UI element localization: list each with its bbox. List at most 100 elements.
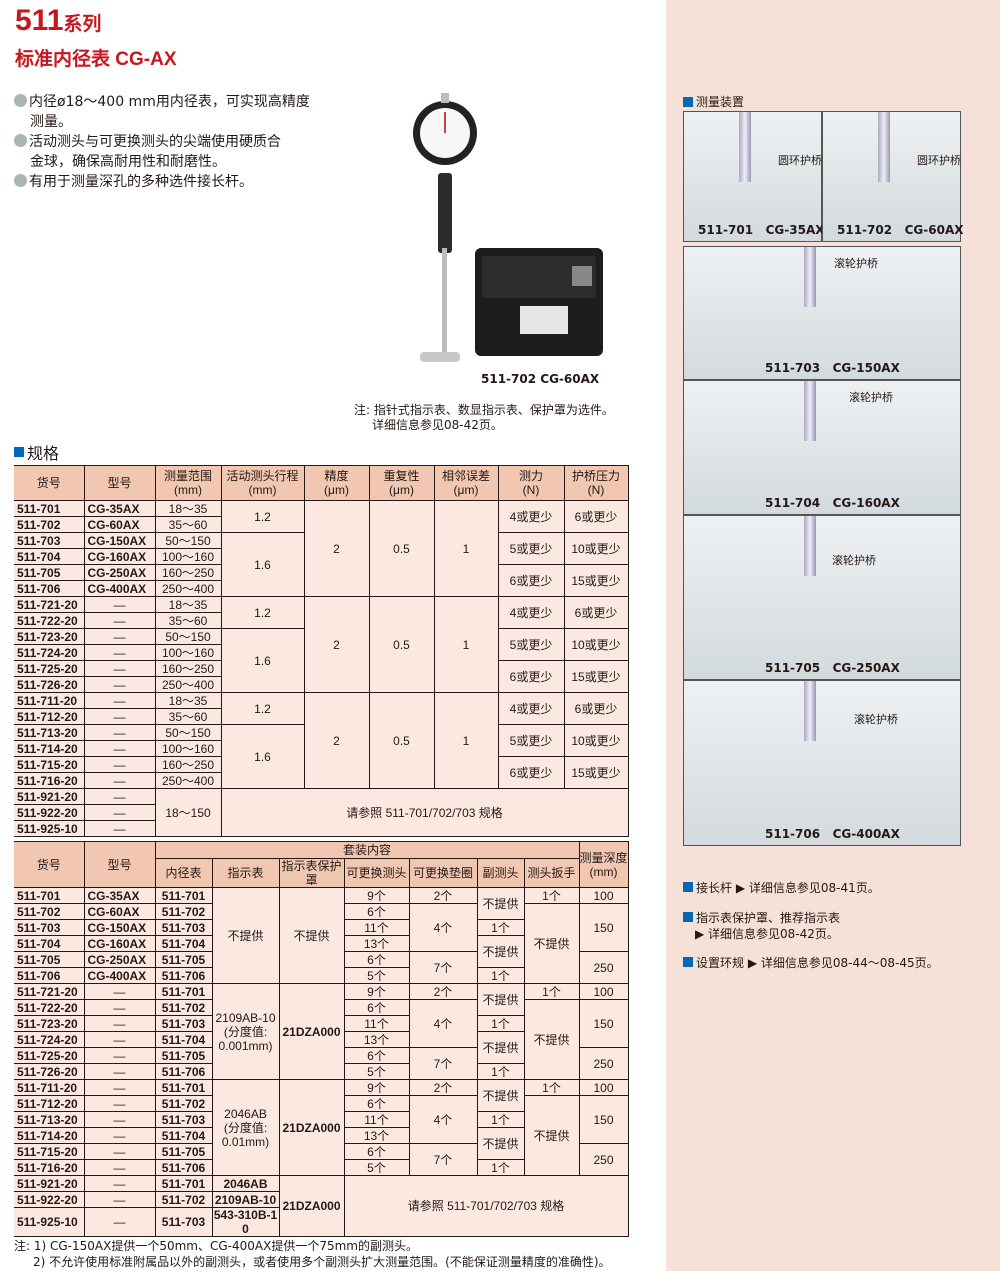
table-cell: 511-922-20: [14, 804, 85, 821]
table-cell: 511-704: [154, 1031, 213, 1048]
table-row: 511-714-20—100～160: [14, 740, 628, 757]
table-cell: 511-701: [14, 500, 85, 517]
table-cell: 1.2: [220, 692, 305, 725]
table-cell: —: [83, 644, 156, 661]
table-cell: 13个: [343, 1127, 410, 1144]
table-cell: —: [83, 804, 156, 821]
spec-table-header: 货号型号测量范围 (mm)活动测头行程 (mm)精度 (μm)重复性 (μm)相…: [14, 465, 629, 501]
table-cell: 5或更少: [497, 724, 565, 757]
table-cell: CG-150AX: [83, 919, 156, 936]
table-cell: 11个: [343, 919, 410, 936]
table-cell: 2: [303, 596, 370, 693]
table-cell: 511-702: [154, 1191, 213, 1208]
table-cell: 511-715-20: [14, 1143, 85, 1160]
footnote: 2) 不允许使用标准附属品以外的副测头，或者使用多个副测头扩大测量范围。(不能保…: [33, 1255, 611, 1269]
column-subheader: 可更换垫圈: [408, 858, 478, 888]
table-cell: 21DZA000: [278, 1079, 345, 1176]
table-cell: —: [83, 1079, 156, 1096]
side-note-link[interactable]: ▶ 详细信息参见08-42页。: [695, 927, 839, 941]
table-cell: 4或更少: [497, 692, 565, 725]
series-suffix: 系列: [63, 14, 102, 35]
table-cell: 511-701: [154, 1079, 213, 1096]
table-cell: 511-702: [154, 1095, 213, 1112]
column-header: 型号: [83, 841, 156, 888]
table-cell: 511-721-20: [14, 983, 85, 1000]
table-cell: 511-721-20: [14, 596, 85, 613]
table-cell: 511-703: [154, 1015, 213, 1032]
table-cell: 1个: [523, 983, 580, 1000]
table-cell: 511-714-20: [14, 740, 85, 757]
table-cell: 511-704: [154, 1127, 213, 1144]
table-cell: 13个: [343, 935, 410, 952]
table-cell: 1.2: [220, 500, 305, 533]
table-cell: 15或更少: [563, 564, 629, 597]
table-cell: 511-703: [154, 1207, 213, 1237]
table-cell: 1: [433, 692, 499, 789]
tables-area: 货号型号测量范围 (mm)活动测头行程 (mm)精度 (μm)重复性 (μm)相…: [14, 465, 629, 1270]
square-bullet-icon: [683, 96, 693, 107]
table-cell: —: [83, 724, 156, 741]
table-cell: —: [83, 1111, 156, 1128]
table-cell: 511-711-20: [14, 692, 85, 709]
spec-table: 货号型号测量范围 (mm)活动测头行程 (mm)精度 (μm)重复性 (μm)相…: [14, 465, 629, 837]
table-cell: 511-702: [154, 903, 213, 920]
table-cell: 10或更少: [563, 724, 629, 757]
table-cell: 1个: [523, 1079, 580, 1096]
table-cell: CG-400AX: [83, 580, 156, 597]
table-cell: —: [83, 999, 156, 1016]
table-cell: 160～250: [154, 756, 222, 773]
table-cell: —: [83, 1143, 156, 1160]
table-cell: 250～400: [154, 772, 222, 789]
table-cell: 7个: [408, 1047, 478, 1080]
set-table-header: 货号型号套装内容测量深度 (mm): [14, 841, 629, 888]
bullet-icon: [14, 174, 27, 187]
table-cell: 18～35: [154, 596, 222, 613]
table-cell: 511-703: [154, 1111, 213, 1128]
table-cell: 不提供: [523, 903, 580, 984]
table-cell: 5个: [343, 1159, 410, 1176]
table-cell: —: [83, 1159, 156, 1176]
table-cell: 150: [578, 903, 629, 952]
gauge-stem-shape: [804, 381, 816, 441]
table-cell: 13个: [343, 1031, 410, 1048]
table-cell: 6个: [343, 951, 410, 968]
column-header: 测量深度 (mm): [578, 841, 629, 888]
table-cell: 35～60: [154, 708, 222, 725]
feature-item: 活动测头与可更换测头的尖端使用硬质合金球，确保高耐用性和耐磨性。: [14, 132, 324, 172]
table-cell: 18～35: [154, 692, 222, 709]
column-header: 护桥压力 (N): [563, 465, 629, 501]
table-cell: 1个: [476, 967, 525, 984]
table-cell: 511-921-20: [14, 788, 85, 805]
table-cell: 511-713-20: [14, 1111, 85, 1128]
table-cell: —: [83, 1191, 156, 1208]
table-cell: 511-705: [14, 951, 85, 968]
table-cell: 100: [578, 983, 629, 1000]
table-cell: 511-922-20: [14, 1191, 85, 1208]
table-cell: 不提供: [476, 1127, 525, 1160]
side-note-link[interactable]: ▶ 详细信息参见08-44～08-45页。: [747, 956, 939, 970]
table-cell: CG-160AX: [83, 935, 156, 952]
gauge-stem-shape: [804, 516, 816, 576]
table-cell: 511-725-20: [14, 1047, 85, 1064]
column-subheader: 可更换测头: [343, 858, 410, 888]
device-label: 511-705 CG-250AX: [765, 661, 900, 675]
table-cell: 250: [578, 951, 629, 984]
table-cell: 6个: [343, 1095, 410, 1112]
table-cell: CG-250AX: [83, 564, 156, 581]
table-cell: 160～250: [154, 564, 222, 581]
table-cell: 511-723-20: [14, 628, 85, 645]
device-annotation: 滚轮护桥: [854, 713, 898, 726]
table-row: 511-712-20—35～60: [14, 708, 628, 725]
product-subtitle: 标准内径表 CG-AX: [15, 49, 177, 70]
side-note-link[interactable]: ▶ 详细信息参见08-41页。: [735, 881, 880, 895]
table-cell: 4或更少: [497, 500, 565, 533]
